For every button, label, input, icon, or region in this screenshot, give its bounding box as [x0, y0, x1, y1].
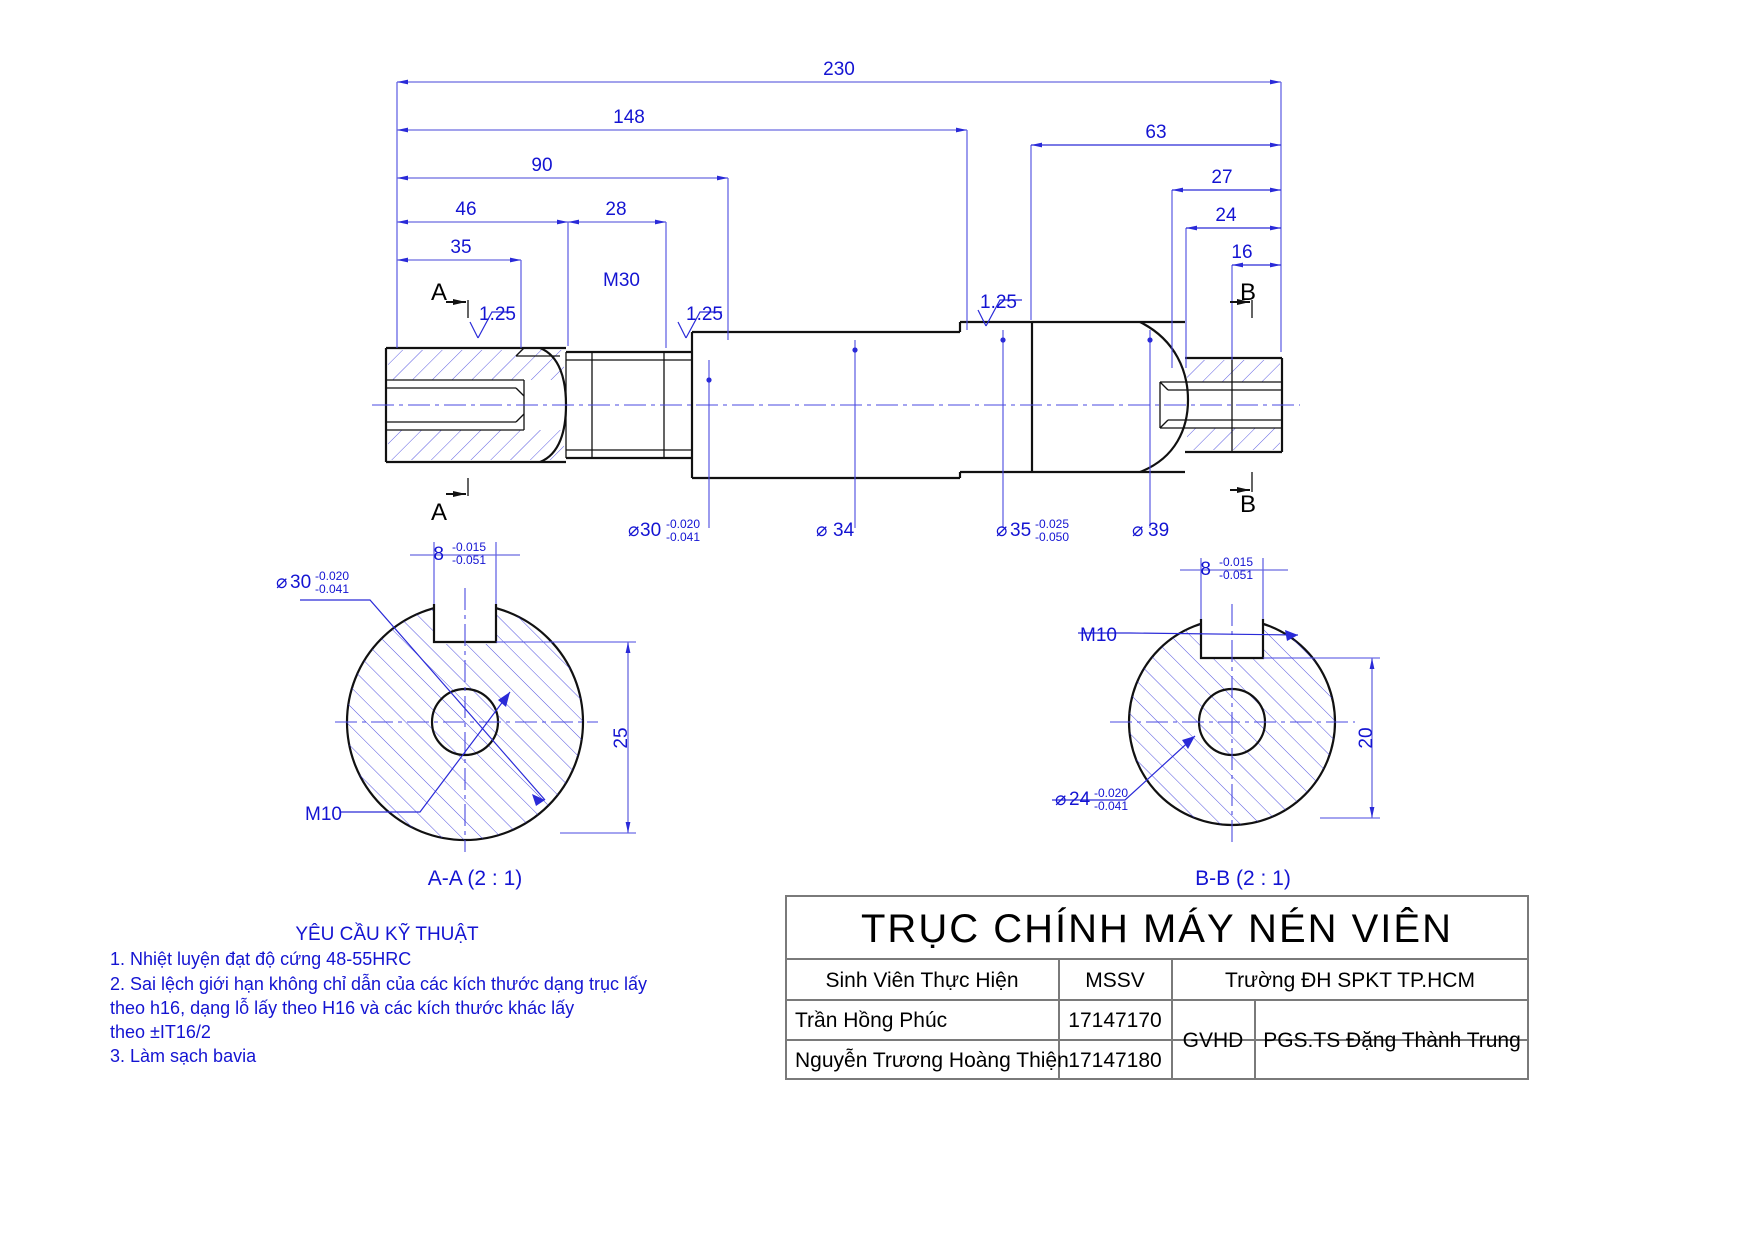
- note-line-2: 2. Sai lệch giới hạn không chỉ dẫn của c…: [110, 973, 647, 994]
- note-line-5: 3. Làm sạch bavia: [110, 1046, 257, 1066]
- dia-39-value: 39: [1148, 520, 1169, 541]
- bb-keyway-lower: -0.051: [1219, 568, 1253, 582]
- dia-34-sym: ⌀: [816, 520, 827, 541]
- section-aa-keyway-dim: 8 -0.015 -0.051: [433, 540, 486, 567]
- section-mark-b-top: B: [1240, 279, 1256, 306]
- title-block-header-student: Sinh Viên Thực Hiện: [825, 969, 1018, 992]
- dia-30-value: 30: [640, 520, 661, 541]
- section-bb-view-label: B-B (2 : 1): [1195, 867, 1291, 890]
- aa-bore-upper: -0.020: [315, 569, 349, 583]
- diameter-callout-34: ⌀ 34: [816, 520, 855, 541]
- aa-bore-lower: -0.041: [315, 582, 349, 596]
- bb-bore-lower: -0.041: [1094, 799, 1128, 813]
- dim-16: 16: [1231, 242, 1252, 263]
- aa-height-dim: 25: [611, 727, 632, 748]
- section-mark-a-top: A: [431, 279, 447, 306]
- surface-finish-2: 1.25: [686, 304, 723, 325]
- section-mark-a-bottom: A: [431, 499, 447, 526]
- section-bb-keyway-dim: 8 -0.015 -0.051: [1200, 555, 1253, 582]
- dim-24: 24: [1215, 205, 1237, 226]
- dia-30-sym: ⌀: [628, 520, 639, 541]
- bb-bore-value: 24: [1069, 789, 1091, 810]
- section-aa-bore-dim: ⌀ 30 -0.020 -0.041: [276, 569, 349, 596]
- aa-keyway-upper: -0.015: [452, 540, 486, 554]
- dim-148: 148: [613, 107, 645, 128]
- note-line-1: 1. Nhiệt luyện đạt độ cứng 48-55HRC: [110, 949, 411, 969]
- dia-35-upper: -0.025: [1035, 517, 1069, 531]
- aa-keyway-value: 8: [433, 544, 444, 565]
- surface-finish-3: 1.25: [980, 292, 1017, 313]
- dia-30-lower: -0.041: [666, 530, 700, 544]
- dim-27: 27: [1211, 167, 1232, 188]
- section-mark-b-bottom: B: [1240, 491, 1256, 518]
- dim-63: 63: [1145, 122, 1166, 143]
- title-block-student-1-name: Trần Hồng Phúc: [795, 1009, 947, 1032]
- dim-28: 28: [605, 199, 626, 220]
- dim-35: 35: [450, 237, 471, 258]
- dim-230: 230: [823, 59, 855, 80]
- dia-35-lower: -0.050: [1035, 530, 1069, 544]
- dia-35-sym: ⌀: [996, 520, 1007, 541]
- dia-35-value: 35: [1010, 520, 1031, 541]
- section-aa-view-label: A-A (2 : 1): [428, 867, 523, 890]
- bb-keyway-upper: -0.015: [1219, 555, 1253, 569]
- aa-bore-sym: ⌀: [276, 572, 287, 593]
- bb-thread-m10: M10: [1080, 625, 1117, 646]
- bb-bore-upper: -0.020: [1094, 786, 1128, 800]
- title-block-gvhd-label: GVHD: [1183, 1029, 1244, 1052]
- aa-thread-m10: M10: [305, 804, 342, 825]
- dia-39-sym: ⌀: [1132, 520, 1143, 541]
- note-line-3: theo h16, dạng lỗ lấy theo H16 và các kí…: [110, 997, 574, 1018]
- aa-keyway-lower: -0.051: [452, 553, 486, 567]
- bb-bore-sym: ⌀: [1055, 789, 1066, 810]
- title-block-gvhd-name: PGS.TS Đặng Thành Trung: [1263, 1029, 1521, 1052]
- diameter-callout-35: ⌀ 35 -0.025 -0.050: [996, 517, 1069, 544]
- notes-heading: YÊU CẦU KỸ THUẬT: [295, 923, 479, 945]
- title-block-student-2-mssv: 17147180: [1068, 1049, 1161, 1072]
- title-block-header-mssv: MSSV: [1085, 969, 1145, 992]
- title-block-student-2-name: Nguyễn Trương Hoàng Thiện: [795, 1049, 1069, 1072]
- diameter-callout-30: ⌀ 30 -0.020 -0.041: [628, 517, 700, 544]
- note-line-4: theo ±IT16/2: [110, 1022, 211, 1042]
- dia-30-upper: -0.020: [666, 517, 700, 531]
- section-bb-bore-dim: ⌀ 24 -0.020 -0.041: [1055, 786, 1128, 813]
- aa-bore-value: 30: [290, 572, 311, 593]
- title-block-school: Trường ĐH SPKT TP.HCM: [1225, 969, 1475, 992]
- surface-finish-1: 1.25: [479, 304, 516, 325]
- thread-label-m30: M30: [603, 270, 640, 291]
- diameter-callout-39: ⌀ 39: [1132, 520, 1169, 541]
- dia-34-value: 34: [833, 520, 855, 541]
- bb-height-dim: 20: [1356, 727, 1377, 748]
- title-block-student-1-mssv: 17147170: [1068, 1009, 1161, 1032]
- title-block-title: TRỤC CHÍNH MÁY NÉN VIÊN: [861, 906, 1453, 951]
- dim-90: 90: [531, 155, 552, 176]
- bb-keyway-value: 8: [1200, 559, 1211, 580]
- dim-46: 46: [455, 199, 476, 220]
